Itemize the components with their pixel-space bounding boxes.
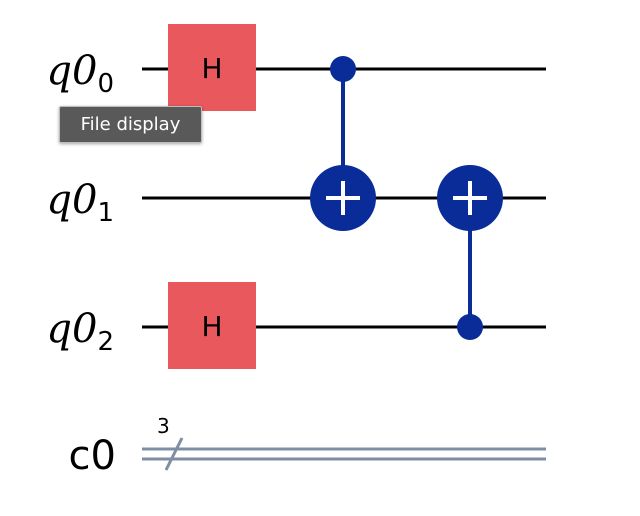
- h-gate-box: [168, 282, 256, 369]
- qubit-label-2: q02: [46, 306, 114, 357]
- h-gate-q2: H: [168, 282, 256, 369]
- cx-control-dot: [330, 56, 356, 82]
- cx-control-dot: [457, 314, 483, 340]
- h-gate-q0: H: [168, 24, 256, 111]
- h-gate-label: H: [201, 52, 222, 85]
- cx-gate-control2-target1: [437, 165, 503, 340]
- qubit-label-1: q01: [46, 177, 114, 228]
- classical-register-label: c0: [69, 433, 116, 479]
- h-gate-label: H: [201, 310, 222, 343]
- cx-gate-control0-target1: [310, 56, 376, 231]
- file-display-tooltip: File display: [59, 106, 202, 143]
- classical-bus-slash: [164, 437, 184, 471]
- classical-bus-count: 3: [157, 414, 170, 438]
- h-gate-box: [168, 24, 256, 111]
- qubit-label-0: q00: [46, 48, 114, 99]
